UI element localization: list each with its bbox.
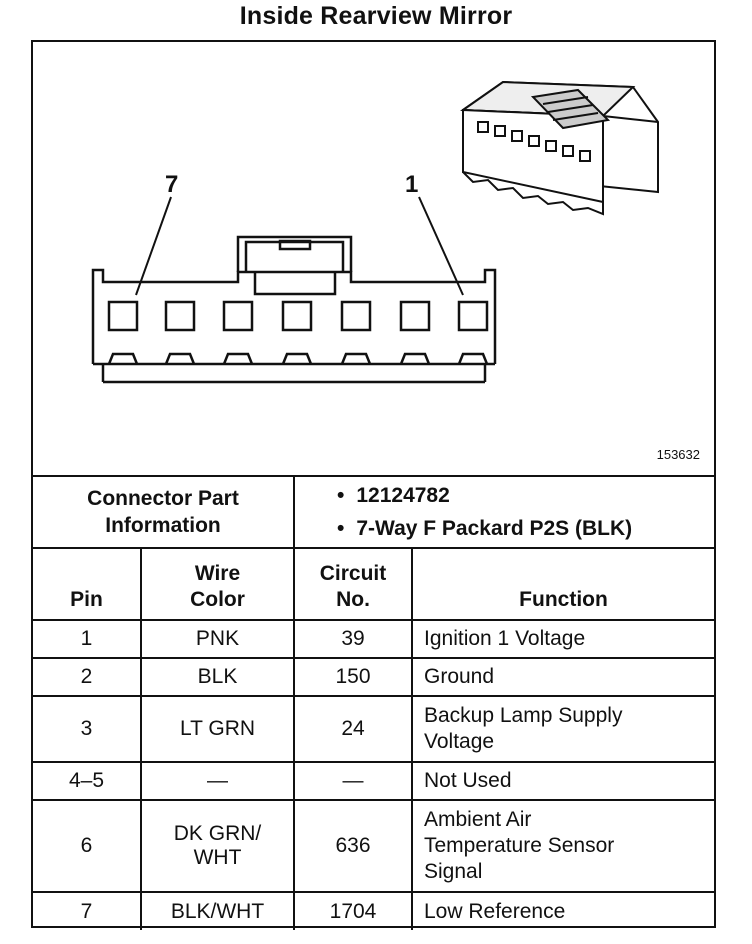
- wire-color-cell: BLK: [140, 657, 295, 697]
- pin-1-callout: 1: [405, 171, 418, 198]
- function-cell: Ground: [410, 657, 715, 697]
- circuit-cell: —: [293, 761, 413, 801]
- connector-type: 7-Way F Packard P2S (BLK): [337, 512, 714, 545]
- part-number: 12124782: [337, 479, 714, 512]
- circuit-cell: 39: [293, 619, 413, 659]
- function-cell: Ignition 1 Voltage: [410, 619, 715, 659]
- function-cell: Low Reference: [410, 891, 715, 930]
- pin-cell: 2: [33, 657, 142, 697]
- connector-info-row: Connector Part Information 12124782 7-Wa…: [33, 475, 715, 549]
- pin-cell: 1: [33, 619, 142, 659]
- circuit-cell: 636: [293, 799, 413, 893]
- circuit-cell: 1704: [293, 891, 413, 930]
- function-cell: Ambient Air Temperature Sensor Signal: [410, 799, 715, 893]
- pin-7-callout: 7: [165, 171, 178, 198]
- connector-3d-view: [460, 80, 659, 216]
- header-pin: Pin: [33, 547, 142, 621]
- pinout-table: Connector Part Information 12124782 7-Wa…: [33, 475, 715, 930]
- header-function: Function: [410, 547, 715, 621]
- header-circuit: Circuit No.: [293, 547, 413, 621]
- table-row: 4–5 — — Not Used: [33, 761, 715, 801]
- wire-color-cell: —: [140, 761, 295, 801]
- circuit-cell: 150: [293, 657, 413, 697]
- function-cell: Not Used: [410, 761, 715, 801]
- connector-info-label: Connector Part Information: [33, 475, 295, 549]
- wire-color-cell: PNK: [140, 619, 295, 659]
- connector-drawing: 7 1: [91, 80, 659, 384]
- pin-cell: 6: [33, 799, 142, 893]
- table-header-row: Pin Wire Color Circuit No. Function: [33, 547, 715, 621]
- function-cell: Backup Lamp Supply Voltage: [410, 695, 715, 763]
- table-row: 2 BLK 150 Ground: [33, 657, 715, 697]
- pin-cell: 4–5: [33, 761, 142, 801]
- wire-color-cell: LT GRN: [140, 695, 295, 763]
- circuit-cell: 24: [293, 695, 413, 763]
- connector-front-view: [91, 235, 497, 384]
- table-row: 7 BLK/WHT 1704 Low Reference: [33, 891, 715, 930]
- header-wire-color: Wire Color: [140, 547, 295, 621]
- pin-cell: 3: [33, 695, 142, 763]
- wire-color-cell: BLK/WHT: [140, 891, 295, 930]
- connector-diagram-frame: 7 1 153632 Connector Part Information 12…: [31, 40, 716, 930]
- table-row: 1 PNK 39 Ignition 1 Voltage: [33, 619, 715, 659]
- pin-cell: 7: [33, 891, 142, 930]
- pin-callouts: 7 1: [135, 171, 464, 296]
- table-row: 6 DK GRN/ WHT 636 Ambient Air Temperatur…: [33, 799, 715, 893]
- figure-number: 153632: [656, 447, 700, 462]
- wire-color-cell: DK GRN/ WHT: [140, 799, 295, 893]
- page-title: Inside Rearview Mirror: [239, 2, 513, 30]
- connector-info-values: 12124782 7-Way F Packard P2S (BLK): [292, 475, 715, 549]
- table-row: 3 LT GRN 24 Backup Lamp Supply Voltage: [33, 695, 715, 763]
